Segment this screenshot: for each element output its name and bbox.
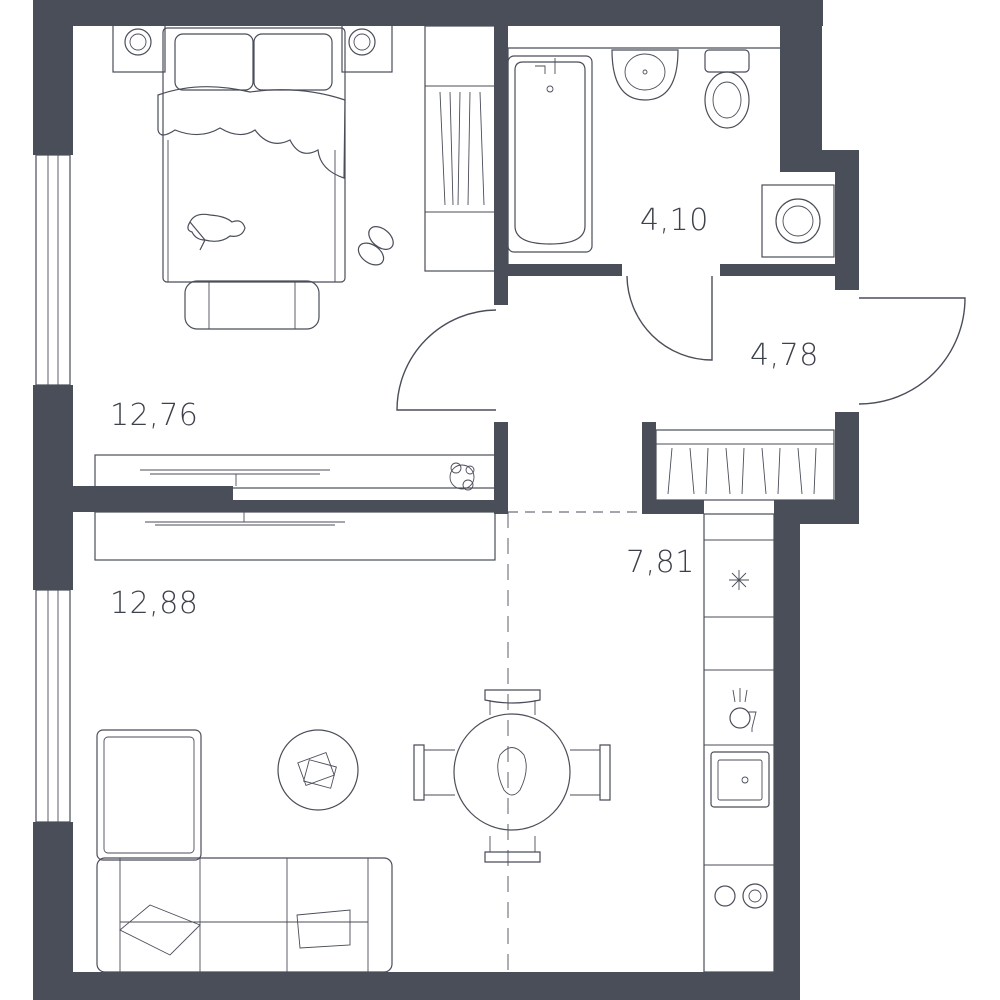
zone-divider	[507, 511, 642, 972]
dining-table-icon	[413, 689, 611, 863]
window-bedroom	[35, 154, 71, 386]
windows	[35, 154, 71, 823]
wall-interior-vertical-top	[494, 22, 508, 305]
hood-icon	[729, 570, 749, 590]
coffee-table-icon	[277, 729, 359, 811]
area-label-bedroom: 12,76	[110, 398, 198, 433]
wardrobe-icon	[424, 25, 496, 272]
wall-closet-bottom	[642, 500, 704, 514]
wall-interior-vertical-bottom	[494, 422, 508, 514]
door-bathroom	[626, 275, 713, 361]
door-bedroom	[396, 309, 497, 411]
wall-left-bottom	[33, 822, 73, 1000]
wall-top	[33, 0, 823, 26]
kitchen-sink-icon	[710, 751, 770, 808]
tv-icon	[94, 454, 496, 561]
wall-bedroom-living-2	[230, 500, 508, 512]
bed-icon	[112, 23, 393, 330]
wall-bath-bottom-left	[494, 264, 622, 276]
window-living	[35, 589, 71, 823]
wall-right-lower	[774, 510, 800, 1000]
sink-icon	[611, 49, 679, 101]
plant-icon	[449, 462, 475, 491]
wall-bedroom-living	[33, 486, 233, 512]
cat-icon	[187, 213, 246, 251]
hall-closet	[655, 429, 835, 501]
doors	[396, 275, 966, 411]
wall-bottom	[33, 972, 800, 1000]
wall-right-top	[792, 0, 822, 150]
bathtub-icon	[507, 55, 593, 253]
wall-bath-bottom-right	[720, 264, 859, 276]
area-label-living: 12,88	[110, 586, 198, 621]
area-label-kitchen: 7,81	[626, 545, 695, 580]
wall-right-lower-cap	[774, 500, 859, 524]
sofa-icon	[96, 857, 393, 973]
kitchen-counter	[703, 513, 775, 973]
washing-machine-icon	[761, 184, 835, 258]
toilet-icon	[704, 49, 750, 129]
area-label-bathroom: 4,10	[640, 203, 709, 238]
slippers-icon	[357, 226, 394, 266]
armchair	[96, 729, 202, 861]
wall-bath-niche	[780, 22, 794, 172]
area-label-hall: 4,78	[750, 338, 819, 373]
walls	[33, 0, 859, 1000]
wall-closet-left	[642, 422, 656, 514]
dishwasher-icon	[729, 688, 757, 732]
stove-icon	[714, 883, 768, 909]
door-entrance	[858, 297, 966, 405]
